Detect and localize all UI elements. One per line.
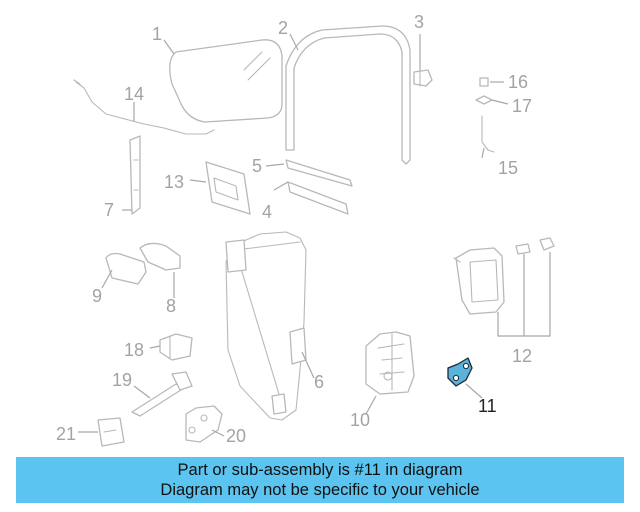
callout-11: 11: [478, 396, 497, 416]
part-9-inside-handle[interactable]: [105, 252, 147, 285]
part-14-control-rod[interactable]: [73, 79, 215, 135]
part-1-door-glass[interactable]: [169, 39, 283, 123]
part-21-clip[interactable]: [97, 417, 125, 447]
part-7-bracket[interactable]: [129, 135, 141, 215]
callout-19: 19: [112, 370, 132, 390]
callout-9: 9: [92, 286, 102, 306]
callout-3: 3: [414, 12, 424, 32]
part-8-outside-handle[interactable]: [139, 242, 181, 271]
callout-7: 7: [104, 200, 114, 220]
callout-14: 14: [124, 84, 144, 104]
callout-15: 15: [498, 158, 518, 178]
part-19-door-check[interactable]: [131, 371, 193, 417]
callout-17: 17: [512, 96, 532, 116]
part-4-inner-weatherstrip[interactable]: [287, 181, 349, 215]
leader-lines: [78, 33, 551, 437]
part-15-lock-rod[interactable]: [481, 115, 495, 153]
part-18-hinge[interactable]: [159, 333, 193, 361]
callout-4: 4: [262, 202, 272, 222]
callout-21: 21: [56, 424, 76, 444]
part-20-striker-plate[interactable]: [185, 405, 223, 443]
part-5-outer-weatherstrip[interactable]: [285, 159, 353, 187]
callout-8: 8: [166, 296, 176, 316]
part-10-door-latch[interactable]: [365, 331, 415, 395]
callout-10: 10: [350, 410, 370, 430]
callout-18: 18: [124, 340, 144, 360]
callout-labels: 1 2 3 4 5 6 7 8 9 10 11 12 13 14 15 16 1…: [56, 12, 532, 446]
callout-12: 12: [512, 346, 532, 366]
callout-20: 20: [226, 426, 246, 446]
callout-5: 5: [252, 156, 262, 176]
part-16-knob[interactable]: [479, 77, 489, 87]
callout-13: 13: [164, 172, 184, 192]
callout-16: 16: [508, 72, 528, 92]
part-13-handle-housing[interactable]: [205, 161, 251, 215]
callout-1: 1: [152, 24, 162, 44]
callout-2: 2: [278, 18, 288, 38]
banner-line-part-number: Part or sub-assembly is #11 in diagram: [177, 461, 463, 479]
part-6-window-regulator[interactable]: [225, 231, 307, 421]
part-3-clip[interactable]: [413, 69, 433, 87]
part-2-run-channel[interactable]: [285, 25, 411, 165]
banner-line-disclaimer: Diagram may not be specific to your vehi…: [160, 481, 480, 499]
exploded-parts-diagram: 1 2 3 4 5 6 7 8 9 10 11 12 13 14 15 16 1…: [56, 12, 555, 447]
part-17-bezel[interactable]: [475, 95, 493, 105]
info-banner: Part or sub-assembly is #11 in diagram D…: [16, 457, 624, 503]
part-12-lock-cylinder[interactable]: [453, 237, 555, 315]
callout-6: 6: [314, 372, 324, 392]
part-11-highlighted-part[interactable]: [447, 357, 473, 387]
